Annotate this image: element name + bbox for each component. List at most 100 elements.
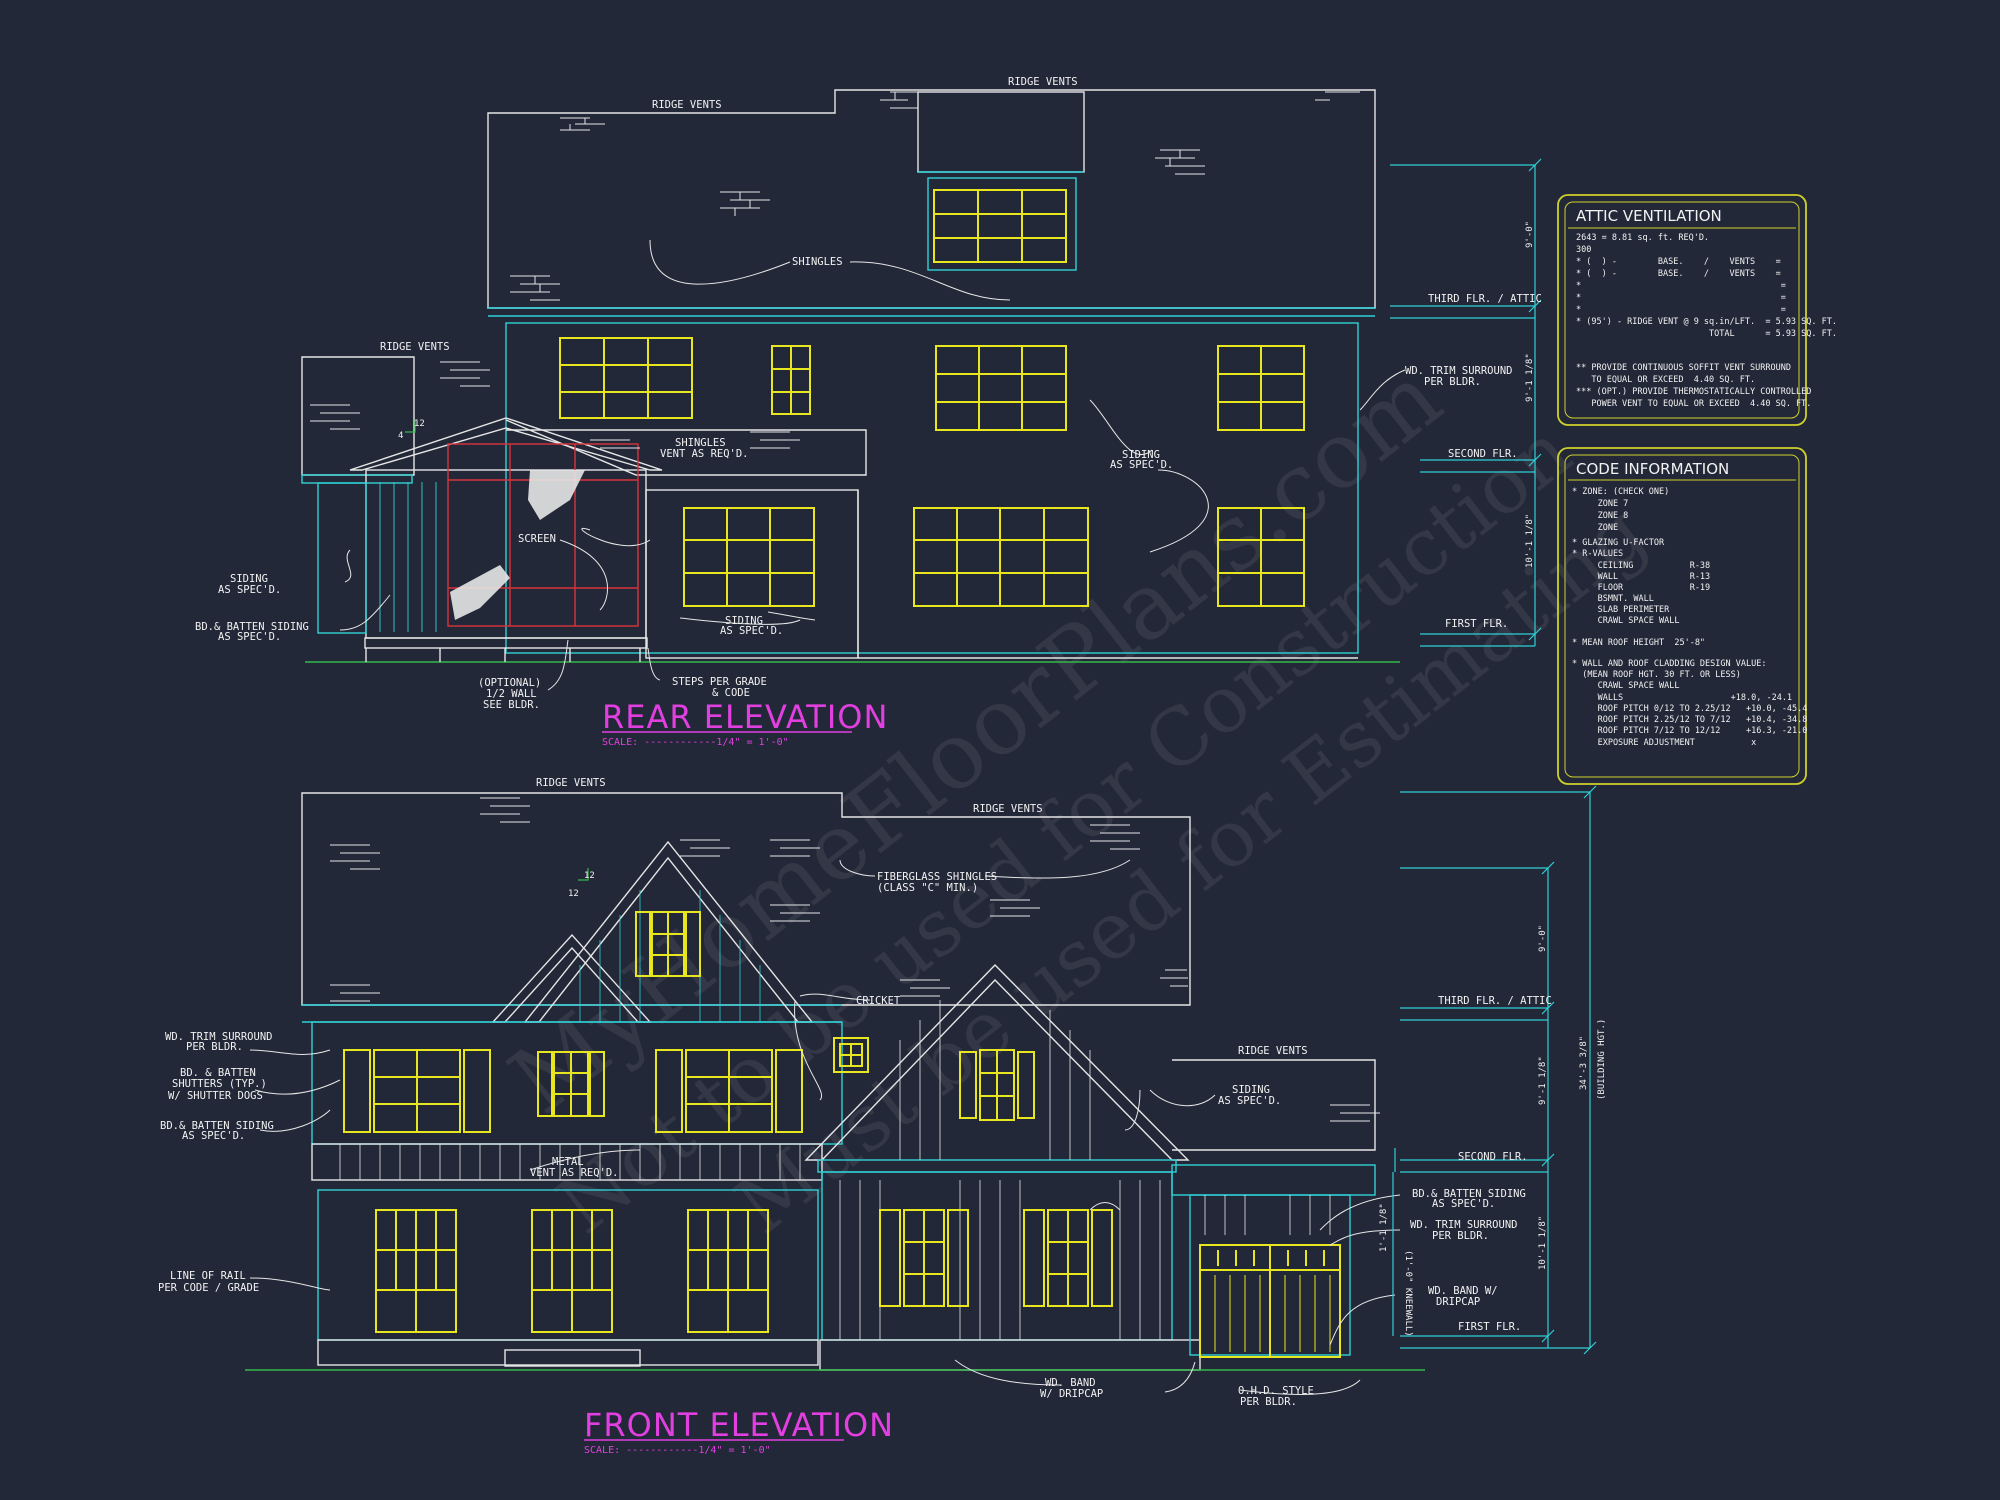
label-pitch-front-12a: 12 xyxy=(584,871,595,881)
label-ohd-2: PER BLDR. xyxy=(1240,1396,1297,1408)
front-garage-door xyxy=(1199,1244,1341,1358)
label-pitch-front-12b: 12 xyxy=(568,889,579,899)
label-trim-front-left-1: WD. TRIM SURROUND xyxy=(165,1031,272,1043)
code-heading: CODE INFORMATION xyxy=(1576,460,1729,478)
attic-line: 2643 = 8.81 sq. ft. REQ'D. xyxy=(1576,233,1709,243)
attic-line: * = xyxy=(1576,281,1786,291)
dim-front-low: 10'-1 1/8" xyxy=(1538,1216,1548,1270)
label-steps-2: & CODE xyxy=(712,687,750,699)
front-upper-window-3 xyxy=(655,1049,803,1133)
label-band-front-right-1: WD. BAND W/ xyxy=(1428,1285,1498,1297)
label-knee-wall: (1'-0" KNEEWALL) xyxy=(1403,1250,1413,1337)
front-right-lower xyxy=(821,1171,1173,1341)
attic-note: *** (OPT.) PROVIDE THERMOSTATICALLY CONT… xyxy=(1576,387,1811,397)
label-siding-rear-mid-2: AS SPEC'D. xyxy=(720,625,783,637)
label-steps-1: STEPS PER GRADE xyxy=(672,676,767,688)
rear-elevation-title: REAR ELEVATION xyxy=(602,698,888,736)
label-bd-batten-front-right-1: BD.& BATTEN SIDING xyxy=(1412,1188,1526,1200)
front-dimension-lines xyxy=(1392,785,1597,1355)
attic-line: * ( ) - BASE. / VENTS = xyxy=(1576,269,1781,279)
label-bd-batten-front-left-1: BD.& BATTEN SIDING xyxy=(160,1120,274,1132)
label-siding-rear-mid-1: SIDING xyxy=(725,615,763,627)
attic-heading: ATTIC VENTILATION xyxy=(1576,207,1722,225)
rear-window-upper-4 xyxy=(1217,345,1305,431)
rear-porch-roof xyxy=(505,419,867,476)
label-siding-rear-right-2: AS SPEC'D. xyxy=(1110,459,1173,471)
rear-windows xyxy=(559,189,1305,607)
front-elevation xyxy=(245,792,1425,1371)
label-siding-rear-right-1: SIDING xyxy=(1122,449,1160,461)
label-siding-front-2: AS SPEC'D. xyxy=(1218,1095,1281,1107)
attic-ventilation-panel: ATTIC VENTILATION 2643 = 8.81 sq. ft. RE… xyxy=(1557,194,1837,426)
code-line: ZONE 7 xyxy=(1572,499,1628,509)
label-shingles-vent-1: SHINGLES xyxy=(675,437,726,449)
label-trim-front-right-1: WD. TRIM SURROUND xyxy=(1410,1219,1517,1231)
label-optional-2: 1/2 WALL xyxy=(486,688,537,700)
front-right-gable-window xyxy=(959,1049,1035,1121)
label-fiberglass-1: FIBERGLASS SHINGLES xyxy=(877,871,997,883)
label-siding-front-1: SIDING xyxy=(1232,1084,1270,1096)
front-door-1 xyxy=(375,1209,457,1333)
code-line: * R-VALUES xyxy=(1572,549,1623,559)
label-siding-rear-left-2: AS SPEC'D. xyxy=(218,584,281,596)
front-door-2 xyxy=(531,1209,613,1333)
attic-note: POWER VENT TO EQUAL OR EXCEED 4.40 SQ. F… xyxy=(1576,399,1811,409)
attic-line: * (95') - RIDGE VENT @ 9 sq.in/LFT. = 5.… xyxy=(1576,317,1837,327)
front-garage-roof xyxy=(1172,1059,1376,1151)
label-fiberglass-2: (CLASS "C" MIN.) xyxy=(877,882,978,894)
level-front-second: SECOND FLR. xyxy=(1458,1151,1528,1163)
dim-rear-mid: 9'-1 1/8" xyxy=(1525,353,1535,402)
label-band-front-right-2: DRIPCAP xyxy=(1436,1296,1480,1308)
label-ridge-vents-rear-top: RIDGE VENTS xyxy=(652,99,722,111)
label-trim-front-left-2: PER BLDR. xyxy=(186,1041,243,1053)
rear-window-upper-2 xyxy=(771,345,811,415)
rear-elevation-scale: SCALE: ------------1/4" = 1'-0" xyxy=(602,737,789,748)
rear-window-lower-2 xyxy=(913,507,1089,607)
code-line: ROOF PITCH 0/12 TO 2.25/12 +10.0, -45.4 xyxy=(1572,704,1807,714)
attic-line: 300 xyxy=(1576,245,1591,255)
code-line: * GLAZING U-FACTOR xyxy=(1572,538,1665,548)
code-line: * MEAN ROOF HEIGHT 25'-8" xyxy=(1572,638,1705,648)
label-cricket: CRICKET xyxy=(856,995,901,1007)
label-bd-batten-front-right-2: AS SPEC'D. xyxy=(1432,1198,1495,1210)
dim-rear-low: 10'-1 1/8" xyxy=(1525,514,1535,568)
rear-dormer-window xyxy=(933,189,1067,263)
dim-rear-top: 9'-0" xyxy=(1525,221,1535,248)
front-lower-window-1 xyxy=(879,1209,969,1307)
front-garage-wall xyxy=(1171,1164,1376,1196)
code-line: FLOOR R-19 xyxy=(1572,583,1710,593)
attic-line: TOTAL = 5.93 SQ. FT. xyxy=(1576,329,1837,339)
attic-line: * = xyxy=(1576,293,1786,303)
label-ridge-vents-front-left: RIDGE VENTS xyxy=(536,777,606,789)
dim-front-knee: 1'-1 1/8" xyxy=(1379,1203,1389,1252)
code-line: BSMNT. WALL xyxy=(1572,594,1654,604)
rear-main-roof xyxy=(487,89,1376,309)
attic-line: * = xyxy=(1576,305,1786,315)
label-shingles-vent-2: VENT AS REQ'D. xyxy=(660,448,749,460)
rear-dimension-lines xyxy=(1390,158,1542,647)
rear-elevation xyxy=(301,89,1400,663)
front-elevation-scale: SCALE: ------------1/4" = 1'-0" xyxy=(584,1445,771,1456)
code-line: CRAWL SPACE WALL xyxy=(1572,681,1679,691)
code-line: CEILING R-38 xyxy=(1572,561,1710,571)
rear-window-lower-1 xyxy=(683,507,815,607)
rear-left-roof xyxy=(301,356,415,476)
label-optional-3: SEE BLDR. xyxy=(483,699,540,711)
code-line: CRAWL SPACE WALL xyxy=(1572,616,1679,626)
label-bd-batten-rear-2: AS SPEC'D. xyxy=(218,631,281,643)
rear-shingle-marks xyxy=(310,91,1360,449)
label-pitch-rear-4: 4 xyxy=(398,431,403,441)
level-front-third: THIRD FLR. / ATTIC xyxy=(1438,995,1552,1007)
code-line: ROOF PITCH 7/12 TO 12/12 +16.3, -21.0 xyxy=(1572,726,1807,736)
code-line: * WALL AND ROOF CLADDING DESIGN VALUE: xyxy=(1572,659,1766,669)
front-door-3 xyxy=(687,1209,769,1333)
rear-leader-lines xyxy=(339,239,1406,691)
label-siding-rear-left-1: SIDING xyxy=(230,573,268,585)
dim-front-top: 9'-0" xyxy=(1538,925,1548,952)
front-leader-lines xyxy=(249,859,1401,1395)
label-ridge-vents-garage: RIDGE VENTS xyxy=(1238,1045,1308,1057)
label-screen: SCREEN xyxy=(518,533,556,545)
label-shutters-1: BD. & BATTEN xyxy=(180,1067,256,1079)
pitch-markers xyxy=(405,420,589,881)
